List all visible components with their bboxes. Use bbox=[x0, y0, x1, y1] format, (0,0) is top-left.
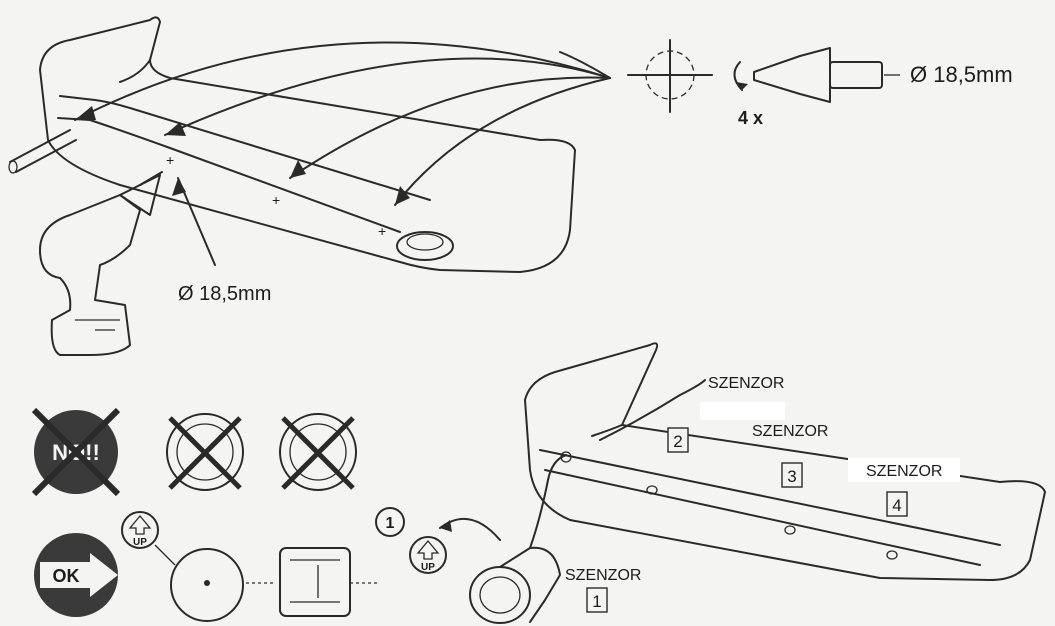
top-bumper: + + + bbox=[8, 16, 576, 273]
count-label: 4 x bbox=[738, 108, 763, 128]
wrong-orientation-sensor-2 bbox=[279, 413, 357, 491]
up-badge-right: UP bbox=[409, 518, 501, 574]
up-badge-left: UP bbox=[121, 511, 176, 566]
wrong-orientation-badge: NO!! bbox=[31, 407, 121, 497]
sensor-hole bbox=[886, 550, 898, 560]
svg-text:1: 1 bbox=[592, 592, 601, 611]
bottom-bumper bbox=[524, 342, 1046, 581]
drill-icon bbox=[39, 171, 163, 356]
svg-text:SZENZOR: SZENZOR bbox=[708, 375, 784, 392]
step-drill-bit-icon bbox=[753, 47, 831, 103]
rod bbox=[9, 129, 77, 173]
svg-text:3: 3 bbox=[787, 467, 796, 486]
curved-arrows bbox=[74, 41, 611, 206]
svg-text:2: 2 bbox=[673, 432, 682, 451]
arrow-head-icon bbox=[395, 186, 410, 205]
sensor-hole bbox=[560, 451, 572, 463]
hole-mark: + bbox=[272, 192, 280, 208]
svg-text:SZENZOR: SZENZOR bbox=[866, 463, 942, 480]
sensor-label-1: SZENZOR 1 bbox=[565, 567, 641, 613]
rotate-icon bbox=[736, 82, 748, 90]
drill-diameter-label: Ø 18,5mm bbox=[178, 283, 271, 305]
sensor-label-2: SZENZOR 2 bbox=[667, 375, 784, 453]
svg-text:UP: UP bbox=[421, 562, 435, 573]
sensor-label-4: SZENZOR 4 bbox=[848, 458, 960, 517]
svg-text:UP: UP bbox=[133, 537, 147, 548]
svg-text:1: 1 bbox=[386, 515, 395, 532]
svg-text:OK: OK bbox=[53, 566, 80, 586]
sensor-disc bbox=[396, 231, 454, 261]
ok-orientation-badge: OK bbox=[34, 533, 118, 617]
sensor-hole bbox=[784, 525, 796, 535]
sensor-label-3: SZENZOR 3 bbox=[700, 402, 828, 488]
step-one-badge: 1 bbox=[375, 507, 405, 537]
hole-mark: + bbox=[378, 223, 386, 239]
svg-text:SZENZOR: SZENZOR bbox=[752, 423, 828, 440]
svg-text:SZENZOR: SZENZOR bbox=[565, 567, 641, 584]
arrow-head-icon bbox=[290, 160, 306, 178]
wrong-orientation-sensor-1 bbox=[166, 413, 244, 491]
hole-mark: + bbox=[166, 152, 174, 168]
arrow-head-icon bbox=[165, 122, 186, 136]
svg-text:4: 4 bbox=[892, 496, 901, 515]
sensor-side-view-icon bbox=[279, 547, 378, 617]
sensor-device-icon bbox=[469, 454, 567, 624]
step-drill-group: 4 x Ø 18,5mm bbox=[627, 39, 1013, 128]
arrow-head-icon bbox=[75, 106, 96, 120]
sensor-hole bbox=[646, 485, 658, 495]
diameter-label: Ø 18,5mm bbox=[910, 62, 1013, 87]
ok-orientation-sensor bbox=[170, 548, 275, 622]
